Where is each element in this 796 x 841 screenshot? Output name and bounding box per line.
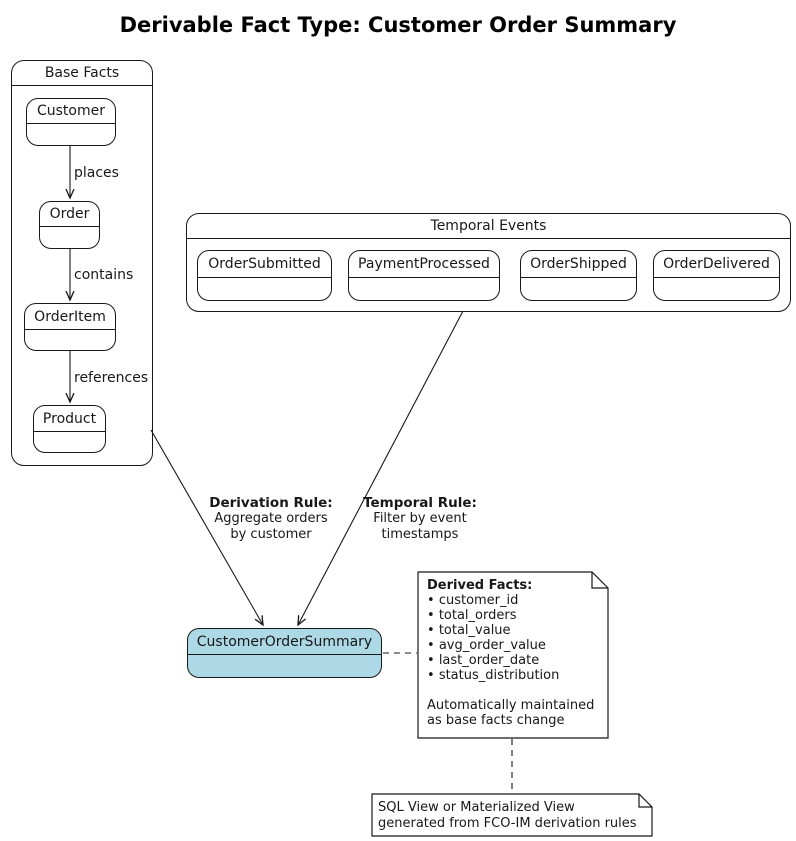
sql-note-line1: SQL View or Materialized View <box>378 800 575 815</box>
node-ordersubmitted-label: OrderSubmitted <box>198 251 331 278</box>
derived-facts-note-footer1: Automatically maintained <box>427 698 595 713</box>
node-product-label: Product <box>34 406 105 432</box>
node-product: Product <box>33 405 106 453</box>
edge-label-contains: contains <box>74 267 134 283</box>
node-orderitem: OrderItem <box>24 303 116 351</box>
node-ordershipped: OrderShipped <box>520 250 637 301</box>
temporal-rule-label: Temporal Rule: Filter by event timestamp… <box>345 495 495 543</box>
temporal-rule-heading: Temporal Rule: <box>363 495 477 511</box>
derived-facts-note-footer2: as base facts change <box>427 713 565 728</box>
group-base-facts-title: Base Facts <box>12 61 152 86</box>
sql-note: SQL View or Materialized View generated … <box>378 800 648 832</box>
node-ordershipped-label: OrderShipped <box>521 251 636 278</box>
edge-label-places: places <box>74 165 119 181</box>
temporal-rule-line2: timestamps <box>381 527 459 542</box>
derivation-rule-label: Derivation Rule: Aggregate orders by cus… <box>196 495 346 543</box>
node-order: Order <box>39 201 100 249</box>
group-temporal-events-title: Temporal Events <box>187 214 790 239</box>
node-ordersubmitted: OrderSubmitted <box>197 250 332 301</box>
node-customerordersummary: CustomerOrderSummary <box>187 628 382 678</box>
derived-facts-note-heading: Derived Facts: <box>427 578 533 593</box>
temporal-rule-line1: Filter by event <box>373 511 467 526</box>
derived-fact-item: last_order_date <box>427 653 601 668</box>
derived-fact-item: avg_order_value <box>427 638 601 653</box>
node-paymentprocessed-label: PaymentProcessed <box>349 251 499 278</box>
derived-fact-item: status_distribution <box>427 668 601 683</box>
derived-facts-note: Derived Facts: customer_id total_orders … <box>427 578 601 728</box>
node-customer-label: Customer <box>27 99 115 124</box>
derivation-rule-heading: Derivation Rule: <box>209 495 333 511</box>
node-order-label: Order <box>40 202 99 227</box>
derived-fact-item: total_orders <box>427 608 601 623</box>
derived-fact-item: customer_id <box>427 593 601 608</box>
derived-fact-item: total_value <box>427 623 601 638</box>
diagram-title: Derivable Fact Type: Customer Order Summ… <box>119 13 677 37</box>
node-orderdelivered: OrderDelivered <box>653 250 780 301</box>
node-customer: Customer <box>26 98 116 146</box>
edge-label-references: references <box>74 370 149 386</box>
node-customerordersummary-label: CustomerOrderSummary <box>188 629 381 655</box>
sql-note-line2: generated from FCO-IM derivation rules <box>378 816 637 831</box>
derivation-rule-line2: by customer <box>230 527 312 542</box>
node-orderitem-label: OrderItem <box>25 304 115 330</box>
derivation-rule-line1: Aggregate orders <box>214 511 328 526</box>
note-spacer <box>427 683 601 698</box>
node-orderdelivered-label: OrderDelivered <box>654 251 779 278</box>
node-paymentprocessed: PaymentProcessed <box>348 250 500 301</box>
